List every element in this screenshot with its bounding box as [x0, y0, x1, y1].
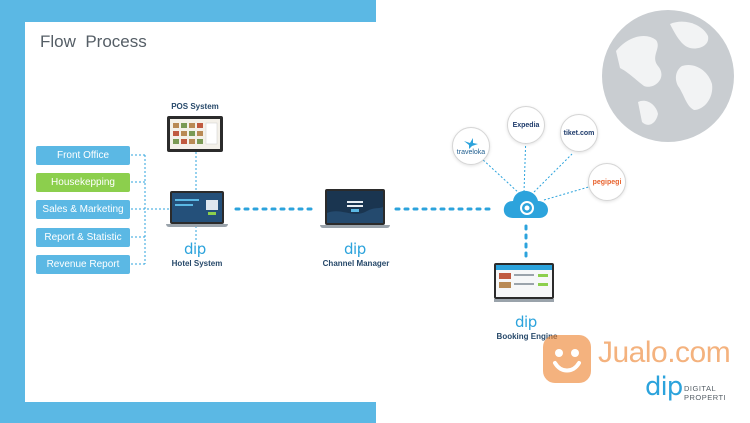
ota-pegipegi: pegipegi [588, 163, 626, 201]
ota-traveloka: traveloka [452, 127, 490, 165]
hotel-system-screen [170, 191, 224, 224]
slide-frame-bottom [0, 402, 376, 423]
module-front-office: Front Office [36, 146, 130, 165]
slide-frame-divider [375, 0, 376, 22]
slide-frame-top [0, 0, 376, 22]
brand-name-line2: PROPERTI [684, 393, 727, 402]
channel-manager-label: Channel Manager [322, 259, 390, 268]
booking-engine-dip-logo: dip [515, 313, 537, 331]
booking-engine-screen [494, 263, 554, 302]
jualo-watermark: Jualo.com [598, 336, 731, 369]
module-housekeeping: Housekepping [36, 173, 130, 192]
jualo-smile-icon [543, 335, 591, 383]
expedia-label: Expedia [512, 121, 540, 129]
channel-manager-dip-logo: dip [344, 240, 366, 258]
brand-name: DIGITAL PROPERTI [684, 384, 726, 402]
module-sales-marketing: Sales & Marketing [36, 200, 130, 219]
pos-monitor-icon [167, 116, 223, 152]
tiket-label: tiket.com [563, 129, 595, 137]
ota-expedia: Expedia [507, 106, 545, 144]
traveloka-bird-icon [464, 137, 478, 149]
page-title: Flow Process [40, 32, 147, 51]
channel-manager-laptop-base [320, 225, 390, 228]
traveloka-label: traveloka [456, 148, 486, 156]
cloud-icon [503, 190, 548, 218]
globe-icon [602, 10, 734, 142]
dip-brand-logo: dip [645, 372, 683, 402]
channel-manager-screen [325, 189, 385, 225]
booking-engine-label: Booking Engine [496, 332, 558, 341]
module-revenue-report: Revenue Report [36, 255, 130, 274]
hotel-system-label: Hotel System [171, 259, 223, 268]
brand-name-line1: DIGITAL [684, 384, 717, 393]
hotel-system-dip-logo: dip [184, 240, 206, 258]
ota-tiket: tiket.com [560, 114, 598, 152]
pos-system-label: POS System [171, 102, 219, 111]
module-report-statistic: Report & Statistic [36, 228, 130, 247]
slide-frame-left [0, 0, 25, 423]
pegipegi-label: pegipegi [592, 178, 622, 186]
hotel-system-laptop-base [166, 224, 228, 227]
